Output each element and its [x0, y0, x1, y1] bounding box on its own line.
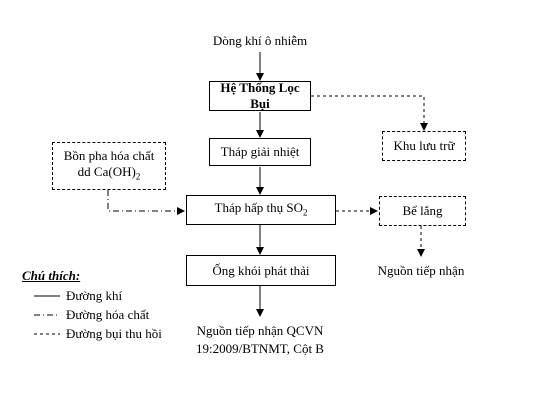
legend-label-chemical: Đường hóa chất [66, 307, 150, 322]
legend-label-gas: Đường khí [66, 288, 123, 303]
legend-label-dust: Đường bụi thu hồi [66, 326, 162, 341]
dust-filter-box: Hệ Thống Lọc Bụi [209, 80, 311, 111]
absorber-box: Tháp hấp thụ SO2 [186, 195, 336, 225]
legend-title: Chú thích: [22, 268, 81, 283]
cooling-tower-box: Tháp giải nhiệt [209, 138, 311, 166]
chemical-line-tank-to-absorber [107, 190, 185, 215]
chemical-tank-box: Bồn pha hóa chất dd Ca(OH)2 [52, 142, 166, 190]
receiver-bottom-label: Nguồn tiếp nhận QCVN 19:2009/BTNMT, Cột … [196, 323, 324, 356]
storage-box: Khu lưu trữ [382, 131, 466, 161]
source-label: Dòng khí ô nhiễm [212, 33, 308, 48]
receiver-right-label: Nguồn tiếp nhận [377, 263, 465, 278]
settling-tank-box: Bể lắng [379, 196, 466, 226]
dust-line-filter-to-storage [311, 95, 428, 131]
stack-box: Ống khói phát thải [186, 255, 336, 286]
